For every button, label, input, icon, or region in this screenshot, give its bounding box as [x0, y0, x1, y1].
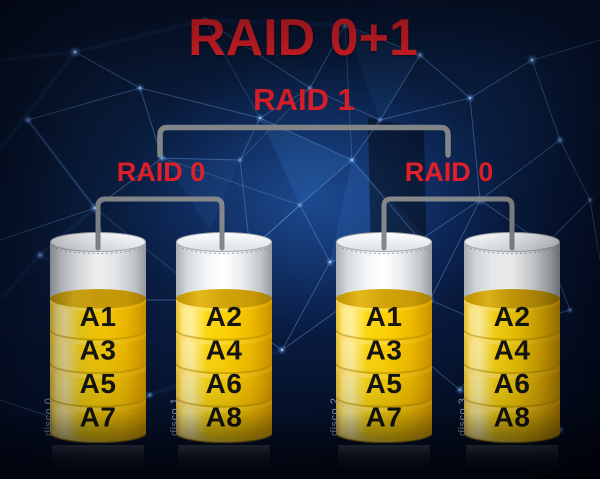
disk-block-label: A3 — [366, 335, 403, 366]
disk-reflection — [52, 445, 144, 473]
disk-reflection — [466, 445, 558, 473]
disk-block-label: A6 — [494, 368, 531, 399]
raid0-left-group-label: RAID 0 — [116, 157, 206, 187]
disk-cylinder-2: A1 A3 A5 A7 — [334, 232, 434, 473]
raid0-right-group-label: RAID 0 — [404, 157, 494, 187]
disk-block-label: A8 — [494, 402, 531, 433]
raid1-group-label: RAID 1 — [253, 82, 355, 117]
disk-block-label: A1 — [80, 301, 117, 332]
disk-block-label: A4 — [206, 335, 243, 366]
disk-platter-top — [50, 289, 146, 309]
disk-block-label: A2 — [206, 301, 243, 332]
disk-block-label: A8 — [206, 402, 243, 433]
disk-cylinder-graphic: A1 A3 A5 A7 — [334, 232, 434, 444]
disk-block-label: A7 — [80, 402, 117, 433]
disk-rim-stitch — [52, 244, 144, 254]
disk-block-label: A5 — [366, 368, 403, 399]
disk-block-label: A2 — [494, 301, 531, 332]
disk-cylinder-graphic: A2 A4 A6 A8 — [462, 232, 562, 444]
disk-cylinder-3: A2 A4 A6 A8 — [462, 232, 562, 473]
disk-block-label: A3 — [80, 335, 117, 366]
disk-reflection — [178, 445, 270, 473]
disk-block-label: A4 — [494, 335, 531, 366]
disk-reflection — [338, 445, 430, 473]
disk-block-label: A5 — [80, 368, 117, 399]
raid0-bracket-right — [381, 196, 515, 251]
raid0-bracket-left — [95, 196, 225, 251]
disk-block-label: A1 — [366, 301, 403, 332]
disk-block-label: A6 — [206, 368, 243, 399]
disk-block-label: A7 — [366, 402, 403, 433]
raid1-bracket — [157, 124, 451, 158]
diagram-title: RAID 0+1 — [188, 9, 418, 67]
